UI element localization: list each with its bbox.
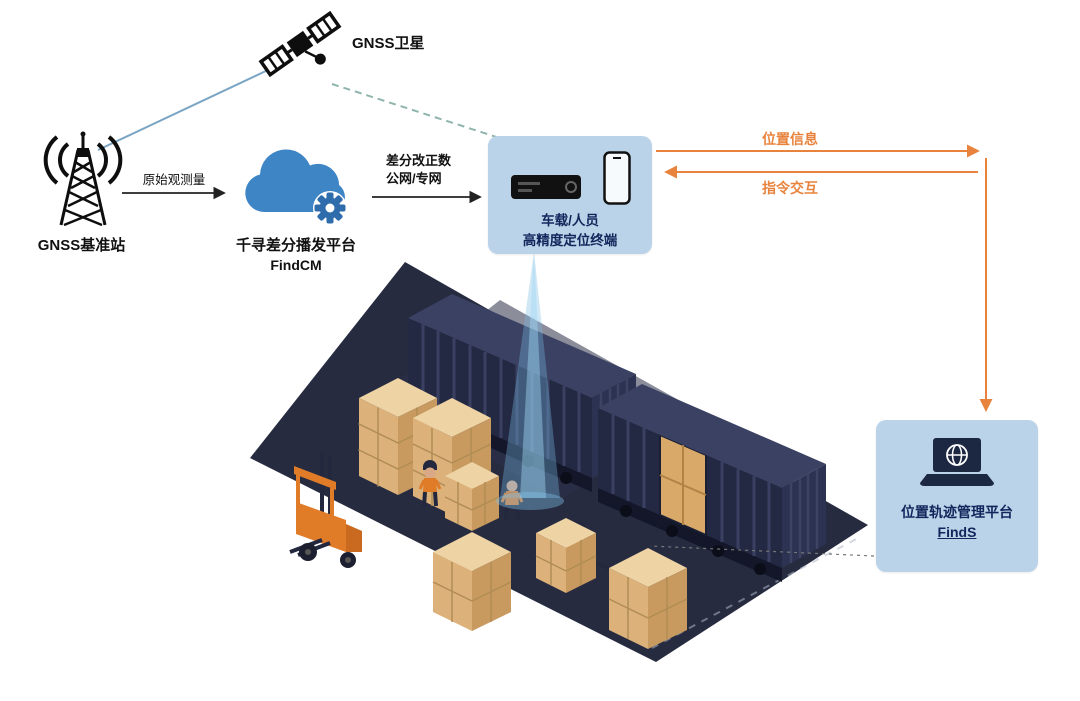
terminal-devices xyxy=(509,149,631,205)
pallet-front-right xyxy=(608,548,688,649)
link-satellite-to-terminal xyxy=(331,83,513,143)
management-platform-node: 位置轨迹管理平台 FindS xyxy=(876,420,1038,572)
management-platform-label: 位置轨迹管理平台 FindS xyxy=(901,504,1013,541)
cloud-platform-name: 千寻差分播发平台 xyxy=(235,237,356,254)
laptop-icon xyxy=(920,438,994,486)
raw-observation-label: 原始观测量 xyxy=(142,173,206,187)
base-station-icon xyxy=(28,128,138,238)
receiver-icon xyxy=(511,175,581,199)
position-info-label: 位置信息 xyxy=(762,131,818,147)
link-satellite-to-base xyxy=(97,69,269,151)
globe-icon xyxy=(946,444,968,466)
gear-icon xyxy=(314,192,346,224)
command-interaction-label: 指令交互 xyxy=(762,180,818,196)
container-2 xyxy=(598,384,826,582)
cloud-platform-product: FindCM xyxy=(270,257,322,274)
terminal-label: 车载/人员 高精度定位终端 xyxy=(522,213,618,248)
satellite-icon xyxy=(250,2,350,92)
pallet-stack-small xyxy=(444,462,500,531)
link-platform-to-scene xyxy=(649,545,875,557)
forklift xyxy=(289,452,362,568)
diff-correction-label: 差分改正数 公网/专网 xyxy=(386,153,452,186)
cloud-icon xyxy=(226,134,371,239)
satellite-label: GNSS卫星 xyxy=(352,35,425,52)
positioning-beam xyxy=(496,252,564,510)
smartphone-icon xyxy=(603,151,631,205)
cloud-platform-label: 千寻差分播发平台 FindCM xyxy=(206,236,386,275)
pallet-front-center xyxy=(432,532,512,631)
warehouse-scene xyxy=(250,252,868,662)
floor-dashed-line xyxy=(651,537,859,649)
base-station-label: GNSS基准站 xyxy=(37,237,126,254)
pallet-mid xyxy=(535,518,597,593)
terminal-node: 车载/人员 高精度定位终端 xyxy=(488,136,652,254)
